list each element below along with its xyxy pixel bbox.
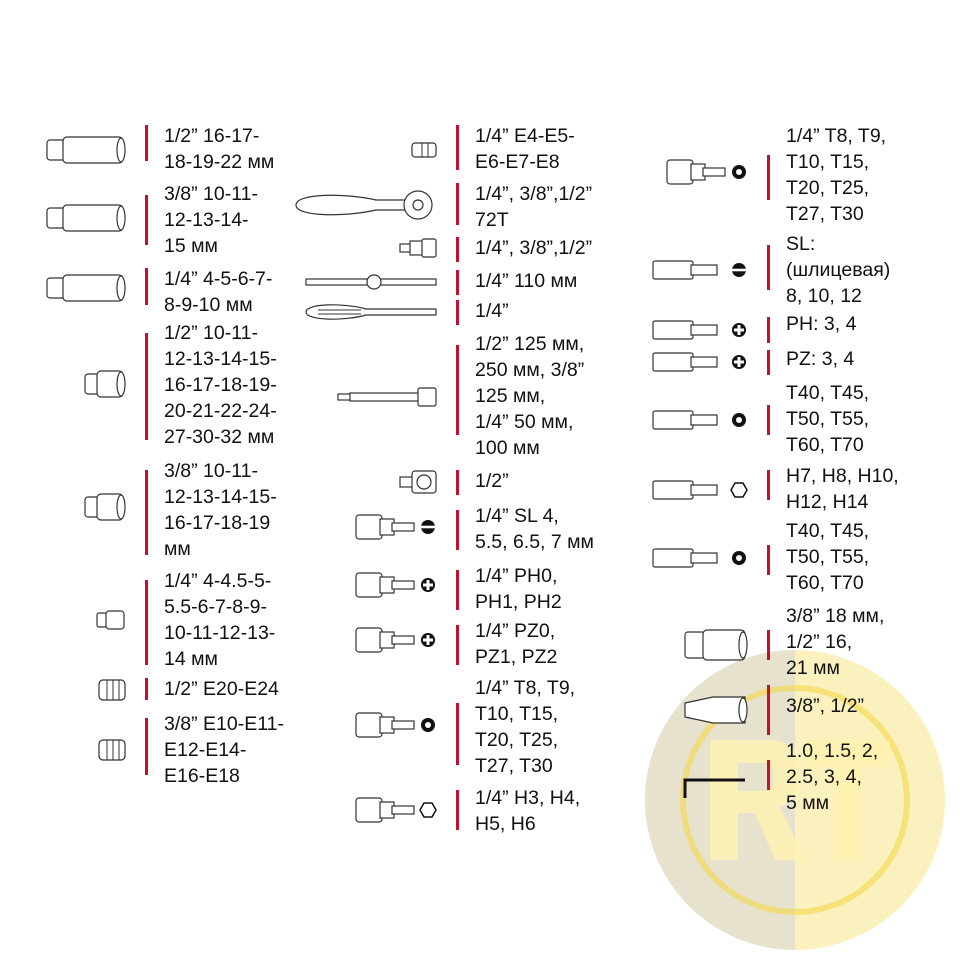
item-spec-text: 1/4” E4-E5- E6-E7-E8 (475, 125, 575, 173)
item-spec-text: 1/4” PH0, PH1, PH2 (475, 565, 562, 613)
item-spec-text: 1/4”, 3/8”,1/2” (475, 237, 593, 259)
item-spec-text: 1/4”, 3/8”,1/2” 72T (475, 183, 593, 231)
item-spec-text: 1/4” 110 мм (475, 270, 578, 292)
pozidriv-bit-socket-icon (355, 627, 435, 653)
e-socket-small-icon (411, 142, 437, 158)
separator-bar (456, 183, 459, 225)
item-spec-text: 3/8”, 1/2” (786, 695, 865, 717)
item-spec-text: T40, T45, T50, T55, T60, T70 (786, 520, 870, 594)
slotted-bit-icon (652, 260, 746, 280)
separator-bar (456, 510, 459, 550)
separator-bar (767, 630, 770, 660)
separator-bar (145, 580, 148, 665)
item-spec-text: 1/4” H3, H4, H5, H6 (475, 787, 581, 835)
separator-bar (767, 545, 770, 575)
spinner-handle-icon (305, 304, 437, 320)
item-spec-text: 1/4” SL 4, 5.5, 6.5, 7 мм (475, 505, 594, 553)
separator-bar (145, 678, 148, 700)
hex-bit-icon (652, 480, 748, 500)
e-socket-icon (98, 679, 126, 701)
item-spec-text: 1/4” (475, 300, 509, 322)
separator-bar (456, 300, 459, 325)
adapter-icon (399, 470, 437, 494)
item-spec-text: PZ: 3, 4 (786, 348, 855, 370)
item-spec-text: 1/4” 4-4.5-5- 5.5-6-7-8-9- 10-11-12-13- … (164, 570, 276, 670)
separator-bar (456, 237, 459, 262)
separator-bar (145, 125, 148, 161)
item-spec-text: 3/8” E10-E11- E12-E14- E16-E18 (164, 713, 284, 787)
separator-bar (145, 470, 148, 555)
torx-bit-icon (652, 410, 746, 430)
ratchet-icon (295, 190, 433, 220)
socket-icon (84, 493, 126, 521)
item-spec-text: 3/8” 10-11- 12-13-14-15- 16-17-18-19 мм (164, 460, 277, 560)
separator-bar (767, 155, 770, 200)
separator-bar (456, 790, 459, 830)
item-spec-text: 1/4” 4-5-6-7- 8-9-10 мм (164, 268, 273, 316)
slotted-bit-socket-icon (355, 514, 435, 540)
separator-bar (145, 268, 148, 305)
item-spec-text: 3/8” 10-11- 12-13-14- 15 мм (164, 183, 258, 257)
separator-bar (767, 317, 770, 343)
separator-bar (145, 333, 148, 440)
hex-bit-socket-icon (355, 797, 437, 823)
item-spec-text: 1/2” E20-E24 (164, 678, 279, 700)
item-spec-text: 1/2” 10-11- 12-13-14-15- 16-17-18-19- 20… (164, 322, 277, 448)
phillips-bit-icon (652, 320, 746, 340)
pozidriv-bit-icon (652, 352, 746, 372)
bit-adapter-socket-icon (684, 629, 748, 661)
separator-bar (145, 718, 148, 775)
separator-bar (456, 125, 459, 170)
deep-socket-icon (46, 204, 126, 232)
separator-bar (767, 760, 770, 790)
deep-socket-icon (46, 274, 126, 302)
socket-icon (84, 370, 126, 398)
item-spec-text: H7, H8, H10, H12, H14 (786, 465, 899, 513)
item-spec-text: T40, T45, T50, T55, T60, T70 (786, 382, 870, 456)
item-spec-text: 1/4” T8, T9, T10, T15, T20, T25, T27, T3… (475, 677, 576, 777)
separator-bar (456, 570, 459, 610)
deep-socket-icon (46, 136, 126, 164)
separator-bar (456, 625, 459, 665)
universal-joint-icon (399, 238, 437, 258)
t-bar-icon (305, 274, 437, 290)
separator-bar (456, 345, 459, 435)
e-socket-icon (98, 739, 126, 761)
torx-bit-socket-icon (666, 159, 746, 185)
separator-bar (145, 195, 148, 245)
item-spec-text: 1/4” T8, T9, T10, T15, T20, T25, T27, T3… (786, 125, 887, 225)
item-spec-text: 1/2” (475, 470, 509, 492)
item-spec-text: 1/2” 16-17- 18-19-22 мм (164, 125, 275, 173)
separator-bar (456, 703, 459, 765)
item-spec-text: SL: (шлицевая) 8, 10, 12 (786, 233, 891, 307)
item-spec-text: PH: 3, 4 (786, 313, 857, 335)
item-spec-text: 1/4” PZ0, PZ1, PZ2 (475, 620, 558, 668)
extension-bar-icon (337, 387, 437, 407)
separator-bar (456, 270, 459, 295)
separator-bar (767, 470, 770, 500)
separator-bar (767, 685, 770, 735)
hex-key-icon (683, 778, 745, 798)
bit-holder-icon (684, 696, 748, 724)
item-spec-text: 1.0, 1.5, 2, 2.5, 3, 4, 5 мм (786, 740, 879, 814)
torx-bit-icon (652, 548, 746, 568)
phillips-bit-socket-icon (355, 572, 435, 598)
item-spec-text: 3/8” 18 мм, 1/2” 16, 21 мм (786, 605, 885, 679)
torx-bit-socket-icon (355, 712, 435, 738)
separator-bar (767, 405, 770, 435)
item-spec-text: 1/2” 125 мм, 250 мм, 3/8” 125 мм, 1/4” 5… (475, 333, 585, 459)
separator-bar (456, 470, 459, 495)
separator-bar (767, 350, 770, 375)
small-socket-icon (96, 610, 125, 630)
separator-bar (767, 245, 770, 290)
